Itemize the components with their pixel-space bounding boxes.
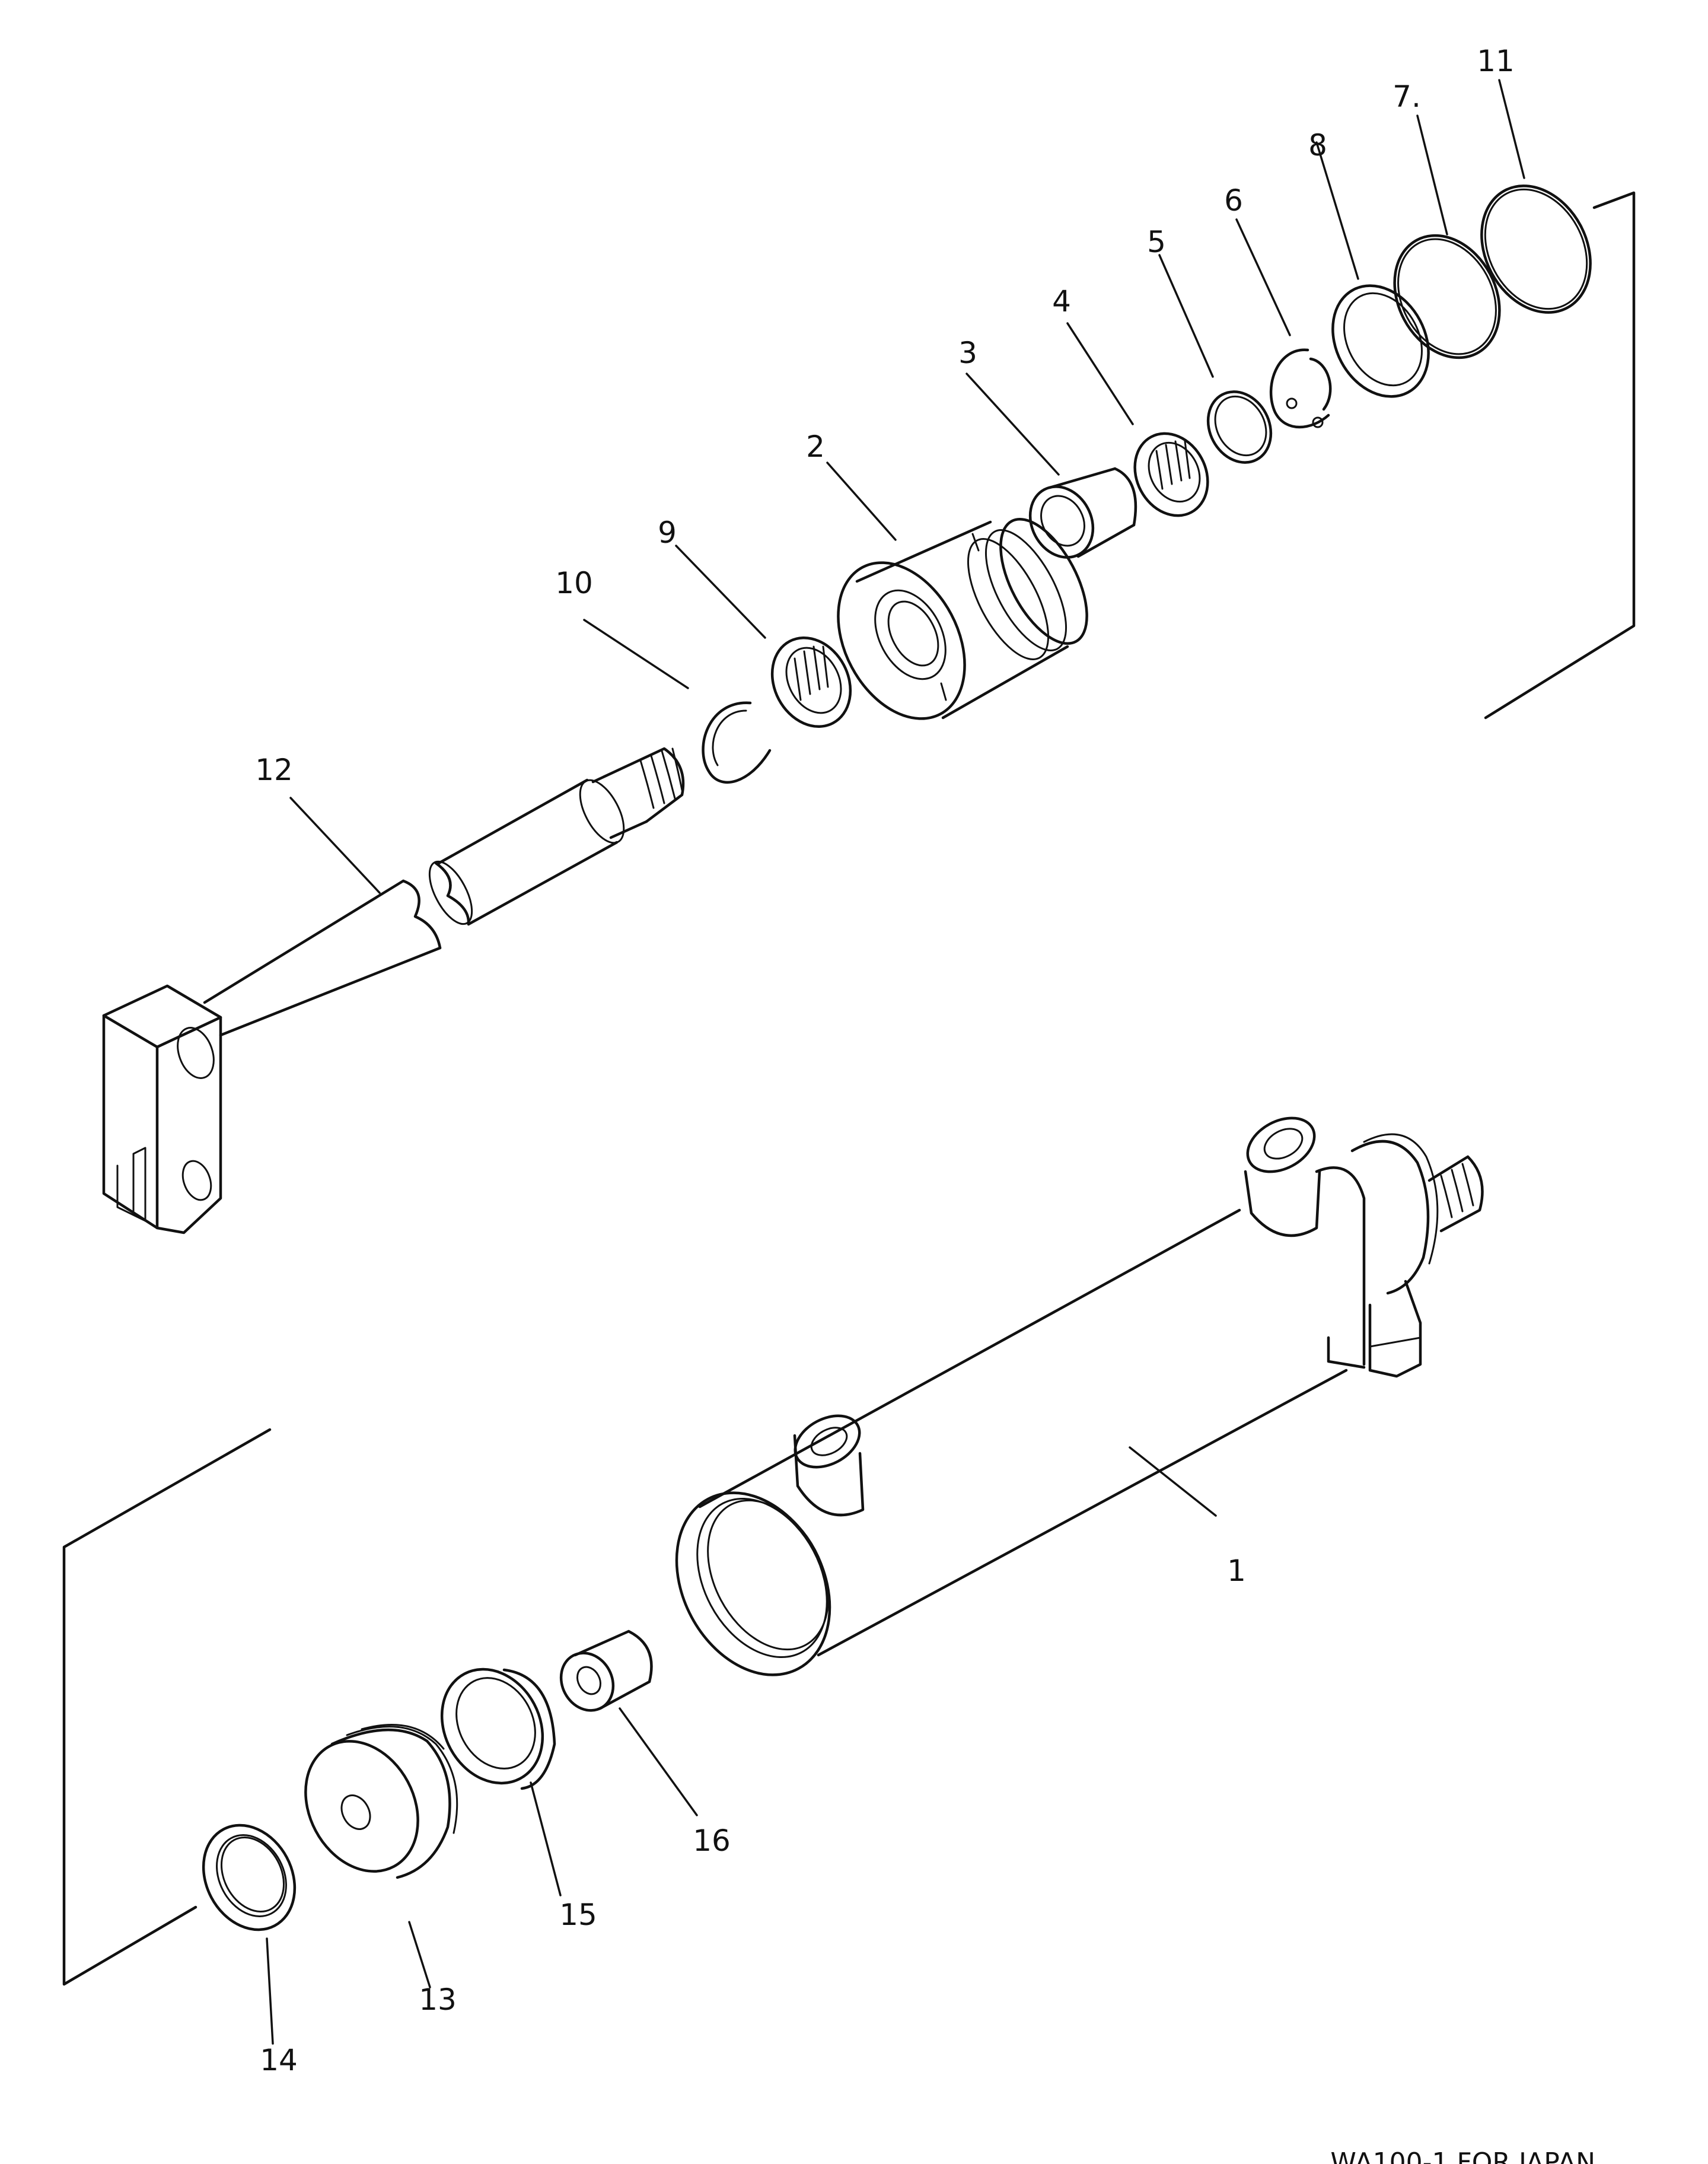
part-label-12: 12 — [255, 753, 293, 787]
bearing-small — [770, 636, 852, 728]
bushing — [1028, 467, 1137, 559]
piston-nut — [559, 1630, 653, 1712]
lower-frame-bracket — [62, 1428, 272, 1986]
part-label-1: 1 — [1227, 1554, 1246, 1588]
part-label-2: 2 — [806, 429, 825, 464]
leader-lines — [266, 79, 1525, 2045]
part-label-7: 7. — [1392, 79, 1421, 114]
part-label-11: 11 — [1477, 44, 1515, 78]
piston — [304, 1723, 458, 1879]
part-label-13: 13 — [419, 1982, 457, 2017]
upper-frame-bracket — [1484, 191, 1636, 720]
washer — [1206, 390, 1273, 464]
o-ring-small — [1393, 234, 1501, 359]
part-labels: 1 2 3 4 5 6 7. 8 9 10 11 12 13 14 15 16 — [255, 44, 1515, 2077]
part-label-5: 5 — [1147, 225, 1166, 259]
part-label-6: 6 — [1224, 183, 1243, 218]
retaining-ring — [1269, 348, 1332, 429]
part-label-10: 10 — [555, 566, 593, 600]
part-label-4: 4 — [1052, 284, 1071, 319]
bearing-large — [1133, 432, 1209, 517]
dust-seal — [202, 1824, 297, 1931]
part-label-14: 14 — [260, 2043, 298, 2077]
snap-ring — [702, 701, 772, 784]
footer-caption: WA100-1 FOR JAPAN — [1330, 2147, 1595, 2164]
o-ring-large — [1480, 184, 1592, 314]
part-label-16: 16 — [693, 1824, 731, 1858]
wear-ring — [440, 1667, 556, 1790]
part-label-9: 9 — [658, 515, 677, 550]
cylinder-head — [837, 517, 1088, 720]
piston-rod-clevis — [102, 747, 685, 1234]
part-label-8: 8 — [1308, 128, 1327, 163]
cylinder-tube — [675, 1116, 1484, 1676]
seal-ring — [1331, 284, 1430, 398]
part-label-3: 3 — [958, 336, 977, 370]
part-label-15: 15 — [559, 1898, 597, 1932]
